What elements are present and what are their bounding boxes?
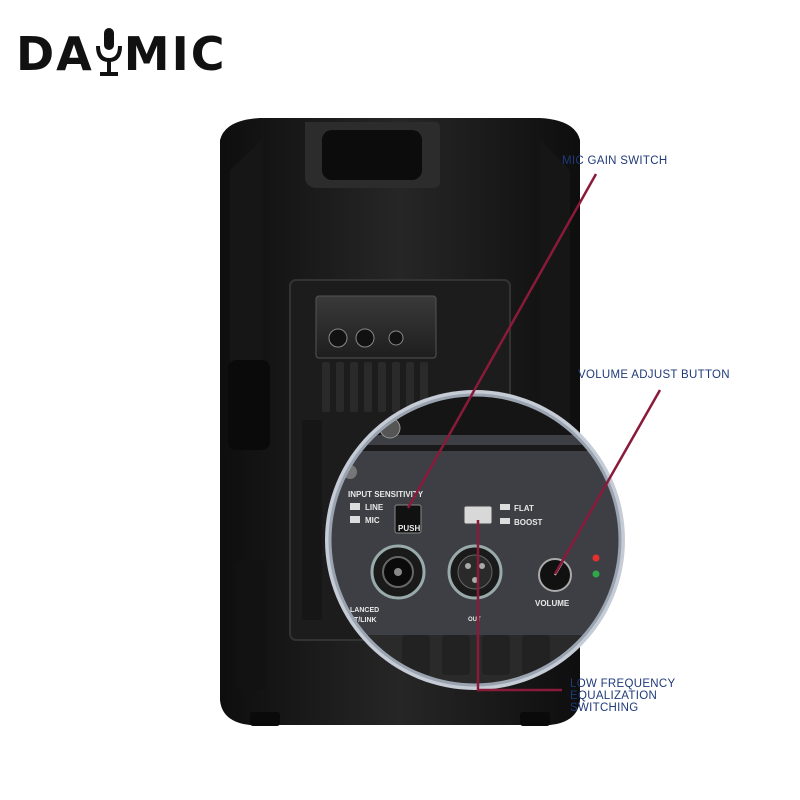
brand-word-right: MIC	[123, 27, 227, 81]
volume-adjust-button-label: VOLUME ADJUST BUTTON	[578, 369, 730, 381]
mic-label: MIC	[365, 516, 380, 525]
mic-gain-callout-line	[406, 173, 598, 509]
low-frequency-callout-line	[476, 520, 562, 692]
microphone-icon	[95, 28, 122, 76]
brand-logo: DA MIC	[16, 26, 226, 82]
input-sensitivity-label: INPUT SENSITIVITY	[348, 490, 424, 499]
link-label: T/LINK	[354, 617, 377, 624]
line-label: LINE	[365, 503, 384, 512]
callout-lines	[406, 173, 662, 692]
balanced-label: LANCED	[350, 607, 379, 614]
brand-word-left: DA	[16, 27, 94, 81]
volume-callout-line	[553, 389, 662, 575]
push-label: PUSH	[398, 524, 420, 533]
flat-label: FLAT	[514, 504, 534, 513]
mic-gain-switch-label: MIC GAIN SWITCH	[562, 155, 668, 167]
out-label: OUT	[468, 617, 481, 623]
volume-label: VOLUME	[535, 599, 570, 608]
low-frequency-equalization-label: LOW FREQUENCY EQUALIZATION SWITCHING	[570, 678, 676, 714]
boost-label: BOOST	[514, 518, 543, 527]
